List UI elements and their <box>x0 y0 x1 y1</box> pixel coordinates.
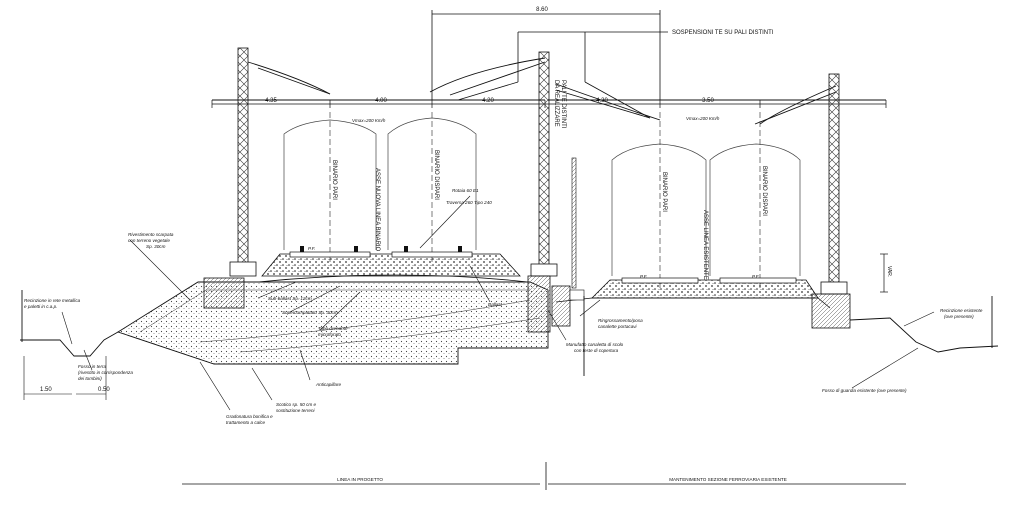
top-dimension <box>431 10 661 100</box>
gradonatura-label: Gradonatura bonifica e trattamento a cal… <box>226 414 274 425</box>
spacing-3: 4.20 <box>482 98 494 104</box>
rotaia-label: Rotaia 60 E1 <box>452 188 479 193</box>
pf-left: P.F. <box>308 246 316 251</box>
vmax-right: Vmax=200 Km/h <box>686 116 720 121</box>
spacing-2: 4.00 <box>375 98 387 104</box>
sub-ballast-label: Sub-ballast Sp. 12cm <box>268 296 312 301</box>
binario-dispari-label: BINARIO DISPARI <box>433 150 439 200</box>
binario-pari-label: BINARIO PARI <box>331 160 337 200</box>
recinzione-right-label: Recinzione esistente (ove presente) <box>940 308 984 319</box>
annotation-leaders <box>61 195 935 411</box>
embankment <box>116 275 551 365</box>
dim-left-050: 0.50 <box>98 387 110 393</box>
ballast-new <box>257 246 529 283</box>
spacing-5: 3.50 <box>702 98 714 104</box>
pf-right: P.F. <box>640 274 648 279</box>
rivestimento-label: Rivestimento scarpata con terreno vegeta… <box>128 232 175 249</box>
fosso-label: Fosso in terra (rivestito in corrisponde… <box>78 364 134 381</box>
recinzione-left-label: Recinzione in rete metallica e paletti i… <box>24 298 81 309</box>
fosso-guardia-label: Fosso di guardia esistente (ove presente… <box>822 388 907 393</box>
train-gauges <box>283 112 801 288</box>
vmax-left: Vmax=200 Km/h <box>352 118 386 123</box>
asse-nuova-linea-label: ASSE NUOVA LINEA BINARIO <box>374 168 380 252</box>
manufatto-label: Manufatto canaletta di scolo con teste d… <box>566 342 624 353</box>
ground-lines <box>20 290 999 376</box>
traversa-label: Traversa 260 Tipo 240 <box>446 200 492 205</box>
suspension-leaders <box>457 31 668 119</box>
binario-pari-existing-label: BINARIO PARI <box>661 172 667 212</box>
binario-dispari-existing-label: BINARIO DISPARI <box>761 166 767 216</box>
linea-progetto-title: LINEA IN PROGETTO <box>337 477 383 482</box>
dim-left-150: 1.50 <box>40 387 52 393</box>
suspension-label: SOSPENSIONI TE SU PALI DISTINTI <box>672 30 774 36</box>
pf-right-2: P.F. <box>752 274 760 279</box>
pali-distinti-label: PALI TE DISTINTI DA REALIZZARE <box>553 80 566 130</box>
spacing-1: 4.35 <box>265 98 277 104</box>
asse-linea-esistente-label: ASSE LINEA ESISTENTE <box>702 210 708 280</box>
mast-left <box>229 47 257 277</box>
supercompattato-label: Supercompattato Sp. 30cm <box>282 310 338 315</box>
mast-right <box>820 73 848 295</box>
scotico-label: Scotico sp. 50 cm e sostituzione terreni <box>276 402 317 413</box>
spacing-4: 4.30 <box>596 98 608 104</box>
var-dimension <box>880 253 888 293</box>
bottom-bar <box>182 462 906 490</box>
ballast-existing <box>551 157 851 329</box>
var-label: VAR. <box>886 266 892 277</box>
dim-total-label: 8.60 <box>536 7 548 13</box>
left-bottom-dims <box>23 356 107 400</box>
ballast-label: Ballast <box>488 302 503 307</box>
anticapillare-label: Anticapillare <box>315 382 341 387</box>
tubo-drenante-label: Tubo drenante microforato <box>318 326 349 337</box>
ringrossamento-label: Ringrossamento/posa canalette portacavi <box>598 318 644 329</box>
mantenimento-title: MANTENIMENTO SEZIONE FERROVIARIA ESISTEN… <box>669 477 787 482</box>
